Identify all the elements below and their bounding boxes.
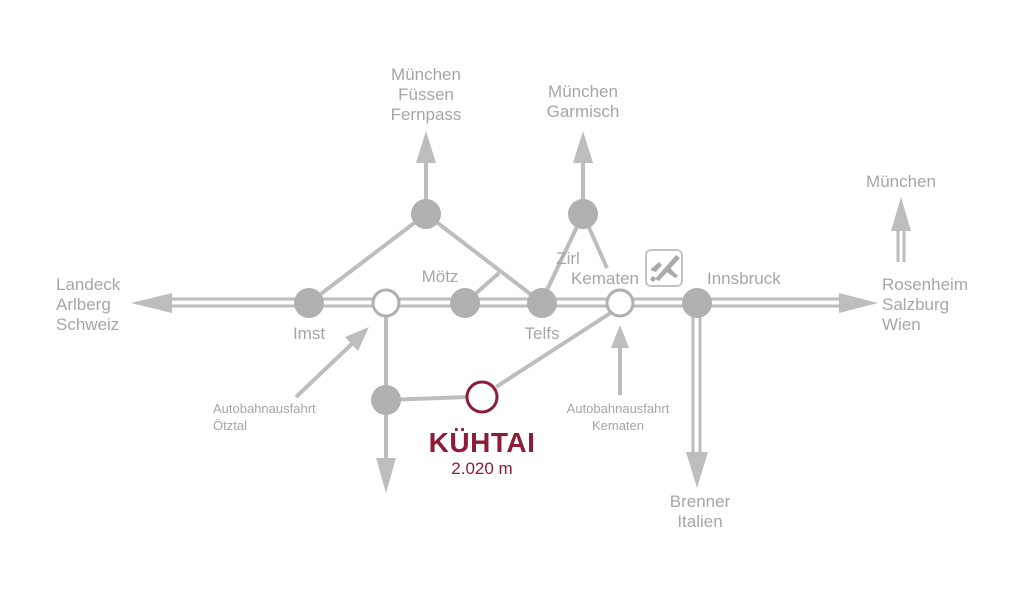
arrow-exit-kematen: [611, 325, 629, 348]
label-east-2: Salzburg: [882, 295, 949, 314]
node-moetz: [450, 288, 480, 318]
label-nw-1: München: [391, 65, 461, 84]
label-n-1: München: [548, 82, 618, 101]
node-innsbruck: [682, 288, 712, 318]
airplane-icon: [645, 249, 683, 287]
node-telfs: [527, 288, 557, 318]
label-west-2: Arlberg: [56, 295, 111, 314]
motorway-inntal: [172, 297, 845, 308]
arrow-east: [839, 293, 878, 313]
label-imst: Imst: [293, 324, 325, 343]
node-kuehtai: [465, 380, 499, 414]
arrows: [131, 131, 911, 493]
label-n-2: Garmisch: [547, 102, 620, 121]
label-telfs: Telfs: [525, 324, 560, 343]
label-exit-oetztal-2: Ötztal: [213, 418, 247, 433]
motorway-brenner: [691, 305, 702, 455]
node-exit-kematen: [605, 288, 635, 318]
label-west-3: Schweiz: [56, 315, 119, 334]
node-oetz: [371, 385, 401, 415]
arrow-north-garmisch: [573, 131, 593, 163]
arrow-north-munich: [891, 197, 911, 231]
label-west-1: Landeck: [56, 275, 121, 294]
arrow-north-fernpass: [416, 131, 436, 163]
label-ne-1: München: [866, 172, 936, 191]
label-exit-oetztal-1: Autobahnausfahrt: [213, 401, 316, 416]
arrow-south-brenner: [686, 452, 708, 488]
arrow-west: [131, 293, 172, 313]
labels: Landeck Arlberg Schweiz München Füssen F…: [56, 65, 968, 531]
label-exit-kematen-2: Kematen: [592, 418, 644, 433]
label-exit-kematen-1: Autobahnausfahrt: [567, 401, 670, 416]
arrow-south-oetztal: [376, 458, 396, 493]
road-fernpass-telfs: [424, 212, 544, 305]
pointer-exit-oetztal: [294, 338, 358, 399]
destination-altitude: 2.020 m: [451, 459, 512, 478]
node-fernpass-junction: [411, 199, 441, 229]
label-kematen: Kematen: [571, 269, 639, 288]
label-nw-3: Fernpass: [391, 105, 462, 124]
motorway-north-munich: [896, 230, 906, 262]
node-zirl: [568, 199, 598, 229]
label-south-1: Brenner: [670, 492, 731, 511]
label-innsbruck: Innsbruck: [707, 269, 781, 288]
label-moetz: Mötz: [422, 267, 459, 286]
road-imst-fernpass: [307, 212, 428, 305]
label-zirl: Zirl: [556, 249, 580, 268]
node-imst: [294, 288, 324, 318]
label-nw-2: Füssen: [398, 85, 454, 104]
label-east-3: Wien: [882, 315, 921, 334]
arrow-exit-oetztal: [345, 327, 369, 351]
destination-name: KÜHTAI: [429, 427, 536, 458]
node-exit-oetztal: [371, 288, 401, 318]
label-south-2: Italien: [677, 512, 722, 531]
label-east-1: Rosenheim: [882, 275, 968, 294]
road-kuehtai-kematen: [494, 310, 614, 389]
nodes: [294, 199, 712, 415]
